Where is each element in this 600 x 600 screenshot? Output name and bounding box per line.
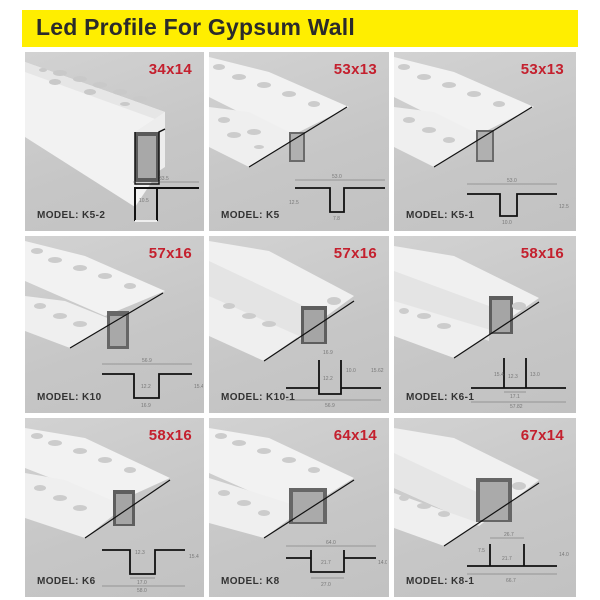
svg-text:15.4: 15.4 xyxy=(194,384,203,390)
profile-render-image xyxy=(394,428,540,547)
model-label: MODEL: K6 xyxy=(37,576,96,587)
svg-text:15.4: 15.4 xyxy=(189,554,199,560)
size-label: 53x13 xyxy=(520,61,564,78)
svg-text:58.0: 58.0 xyxy=(137,588,147,594)
product-card-k10-1: 16.9 12.2 10.0 15.62 56.9 57x16 MODEL: K… xyxy=(209,236,389,413)
size-label: 64x14 xyxy=(333,427,377,444)
svg-text:15.62: 15.62 xyxy=(371,368,384,374)
svg-text:53.0: 53.0 xyxy=(332,174,342,180)
svg-text:10.0: 10.0 xyxy=(502,220,512,226)
svg-text:21.7: 21.7 xyxy=(502,556,512,562)
model-label: MODEL: K10 xyxy=(37,392,102,403)
svg-text:12.5: 12.5 xyxy=(289,200,299,206)
cross-section-diagram: 53.0 12.5 10.0 xyxy=(467,178,569,226)
cross-section-diagram: 64.0 21.7 14.0 27.0 xyxy=(286,540,387,588)
size-label: 58x16 xyxy=(148,427,192,444)
svg-text:13.0: 13.0 xyxy=(530,372,540,378)
svg-text:66.7: 66.7 xyxy=(506,578,516,584)
svg-text:10.5: 10.5 xyxy=(139,198,149,204)
size-label: 57x16 xyxy=(333,245,377,262)
svg-text:14.0: 14.0 xyxy=(559,552,569,558)
product-grid: 33.5 10.5 34x14 MODEL: K5-2 xyxy=(25,52,576,597)
svg-text:14.0: 14.0 xyxy=(378,560,387,566)
size-label: 57x16 xyxy=(148,245,192,262)
model-label: MODEL: K5 xyxy=(221,210,280,221)
svg-text:12.2: 12.2 xyxy=(323,376,333,382)
model-label: MODEL: K5-1 xyxy=(406,210,475,221)
product-card-k6-1: 15.4 12.3 13.0 17.1 57.82 58x16 MODEL: K… xyxy=(394,236,576,413)
svg-text:56.9: 56.9 xyxy=(142,358,152,364)
product-card-k8-1: 26.7 21.7 14.0 7.5 66.7 67x14 MODEL: K8-… xyxy=(394,418,576,597)
svg-text:33.5: 33.5 xyxy=(159,176,169,182)
product-card-k10: 56.9 12.2 15.4 16.9 57x16 MODEL: K10 xyxy=(25,236,204,413)
cross-section-diagram: 26.7 21.7 14.0 7.5 66.7 xyxy=(467,532,569,584)
svg-text:12.3: 12.3 xyxy=(135,550,145,556)
svg-text:10.0: 10.0 xyxy=(346,368,356,374)
model-label: MODEL: K10-1 xyxy=(221,392,296,403)
svg-text:16.9: 16.9 xyxy=(141,403,151,409)
product-card-k5: 53.0 12.5 7.8 53x13 MODEL: K5 xyxy=(209,52,389,231)
model-label: MODEL: K5-2 xyxy=(37,210,106,221)
svg-text:7.8: 7.8 xyxy=(333,216,340,222)
cross-section-diagram: 12.3 15.4 17.0 58.0 xyxy=(102,549,199,594)
product-card-k5-1: 53.0 12.5 10.0 53x13 MODEL: K5-1 xyxy=(394,52,576,231)
svg-text:53.0: 53.0 xyxy=(507,178,517,184)
profile-render-image xyxy=(209,241,355,362)
svg-text:12.3: 12.3 xyxy=(508,374,518,380)
svg-text:15.4: 15.4 xyxy=(494,372,504,378)
svg-text:56.9: 56.9 xyxy=(325,403,335,409)
profile-render-image xyxy=(209,428,355,539)
size-label: 58x16 xyxy=(520,245,564,262)
svg-text:57.82: 57.82 xyxy=(510,404,523,410)
svg-text:12.2: 12.2 xyxy=(141,384,151,390)
profile-render-image xyxy=(25,428,171,539)
size-label: 53x13 xyxy=(333,61,377,78)
profile-render-image xyxy=(394,246,540,359)
cross-section-diagram: 53.0 12.5 7.8 xyxy=(289,174,385,222)
cross-section-diagram: 56.9 12.2 15.4 16.9 xyxy=(102,358,203,409)
profile-render-image xyxy=(394,57,534,168)
page-title: Led Profile For Gypsum Wall xyxy=(36,14,355,40)
svg-text:17.0: 17.0 xyxy=(137,580,147,586)
svg-text:64.0: 64.0 xyxy=(326,540,336,546)
model-label: MODEL: K8-1 xyxy=(406,576,475,587)
svg-text:12.5: 12.5 xyxy=(559,204,569,210)
title-banner: Led Profile For Gypsum Wall xyxy=(22,10,578,47)
size-label: 34x14 xyxy=(148,61,192,78)
cross-section-diagram: 16.9 12.2 10.0 15.62 56.9 xyxy=(286,350,384,409)
svg-text:7.5: 7.5 xyxy=(478,548,485,554)
product-card-k6: 12.3 15.4 17.0 58.0 58x16 MODEL: K6 xyxy=(25,418,204,597)
product-card-k8: 64.0 21.7 14.0 27.0 64x14 MODEL: K8 xyxy=(209,418,389,597)
profile-render-image xyxy=(25,62,166,207)
profile-render-image xyxy=(25,241,165,349)
cross-section-diagram: 33.5 10.5 xyxy=(133,176,199,222)
size-label: 67x14 xyxy=(520,427,564,444)
svg-text:26.7: 26.7 xyxy=(504,532,514,538)
svg-text:17.1: 17.1 xyxy=(510,394,520,400)
svg-text:27.0: 27.0 xyxy=(321,582,331,588)
svg-text:16.9: 16.9 xyxy=(323,350,333,356)
cross-section-diagram: 15.4 12.3 13.0 17.1 57.82 xyxy=(471,358,566,410)
model-label: MODEL: K8 xyxy=(221,576,280,587)
svg-text:21.7: 21.7 xyxy=(321,560,331,566)
model-label: MODEL: K6-1 xyxy=(406,392,475,403)
product-card-k5-2: 33.5 10.5 34x14 MODEL: K5-2 xyxy=(25,52,204,231)
profile-render-image xyxy=(209,57,349,168)
